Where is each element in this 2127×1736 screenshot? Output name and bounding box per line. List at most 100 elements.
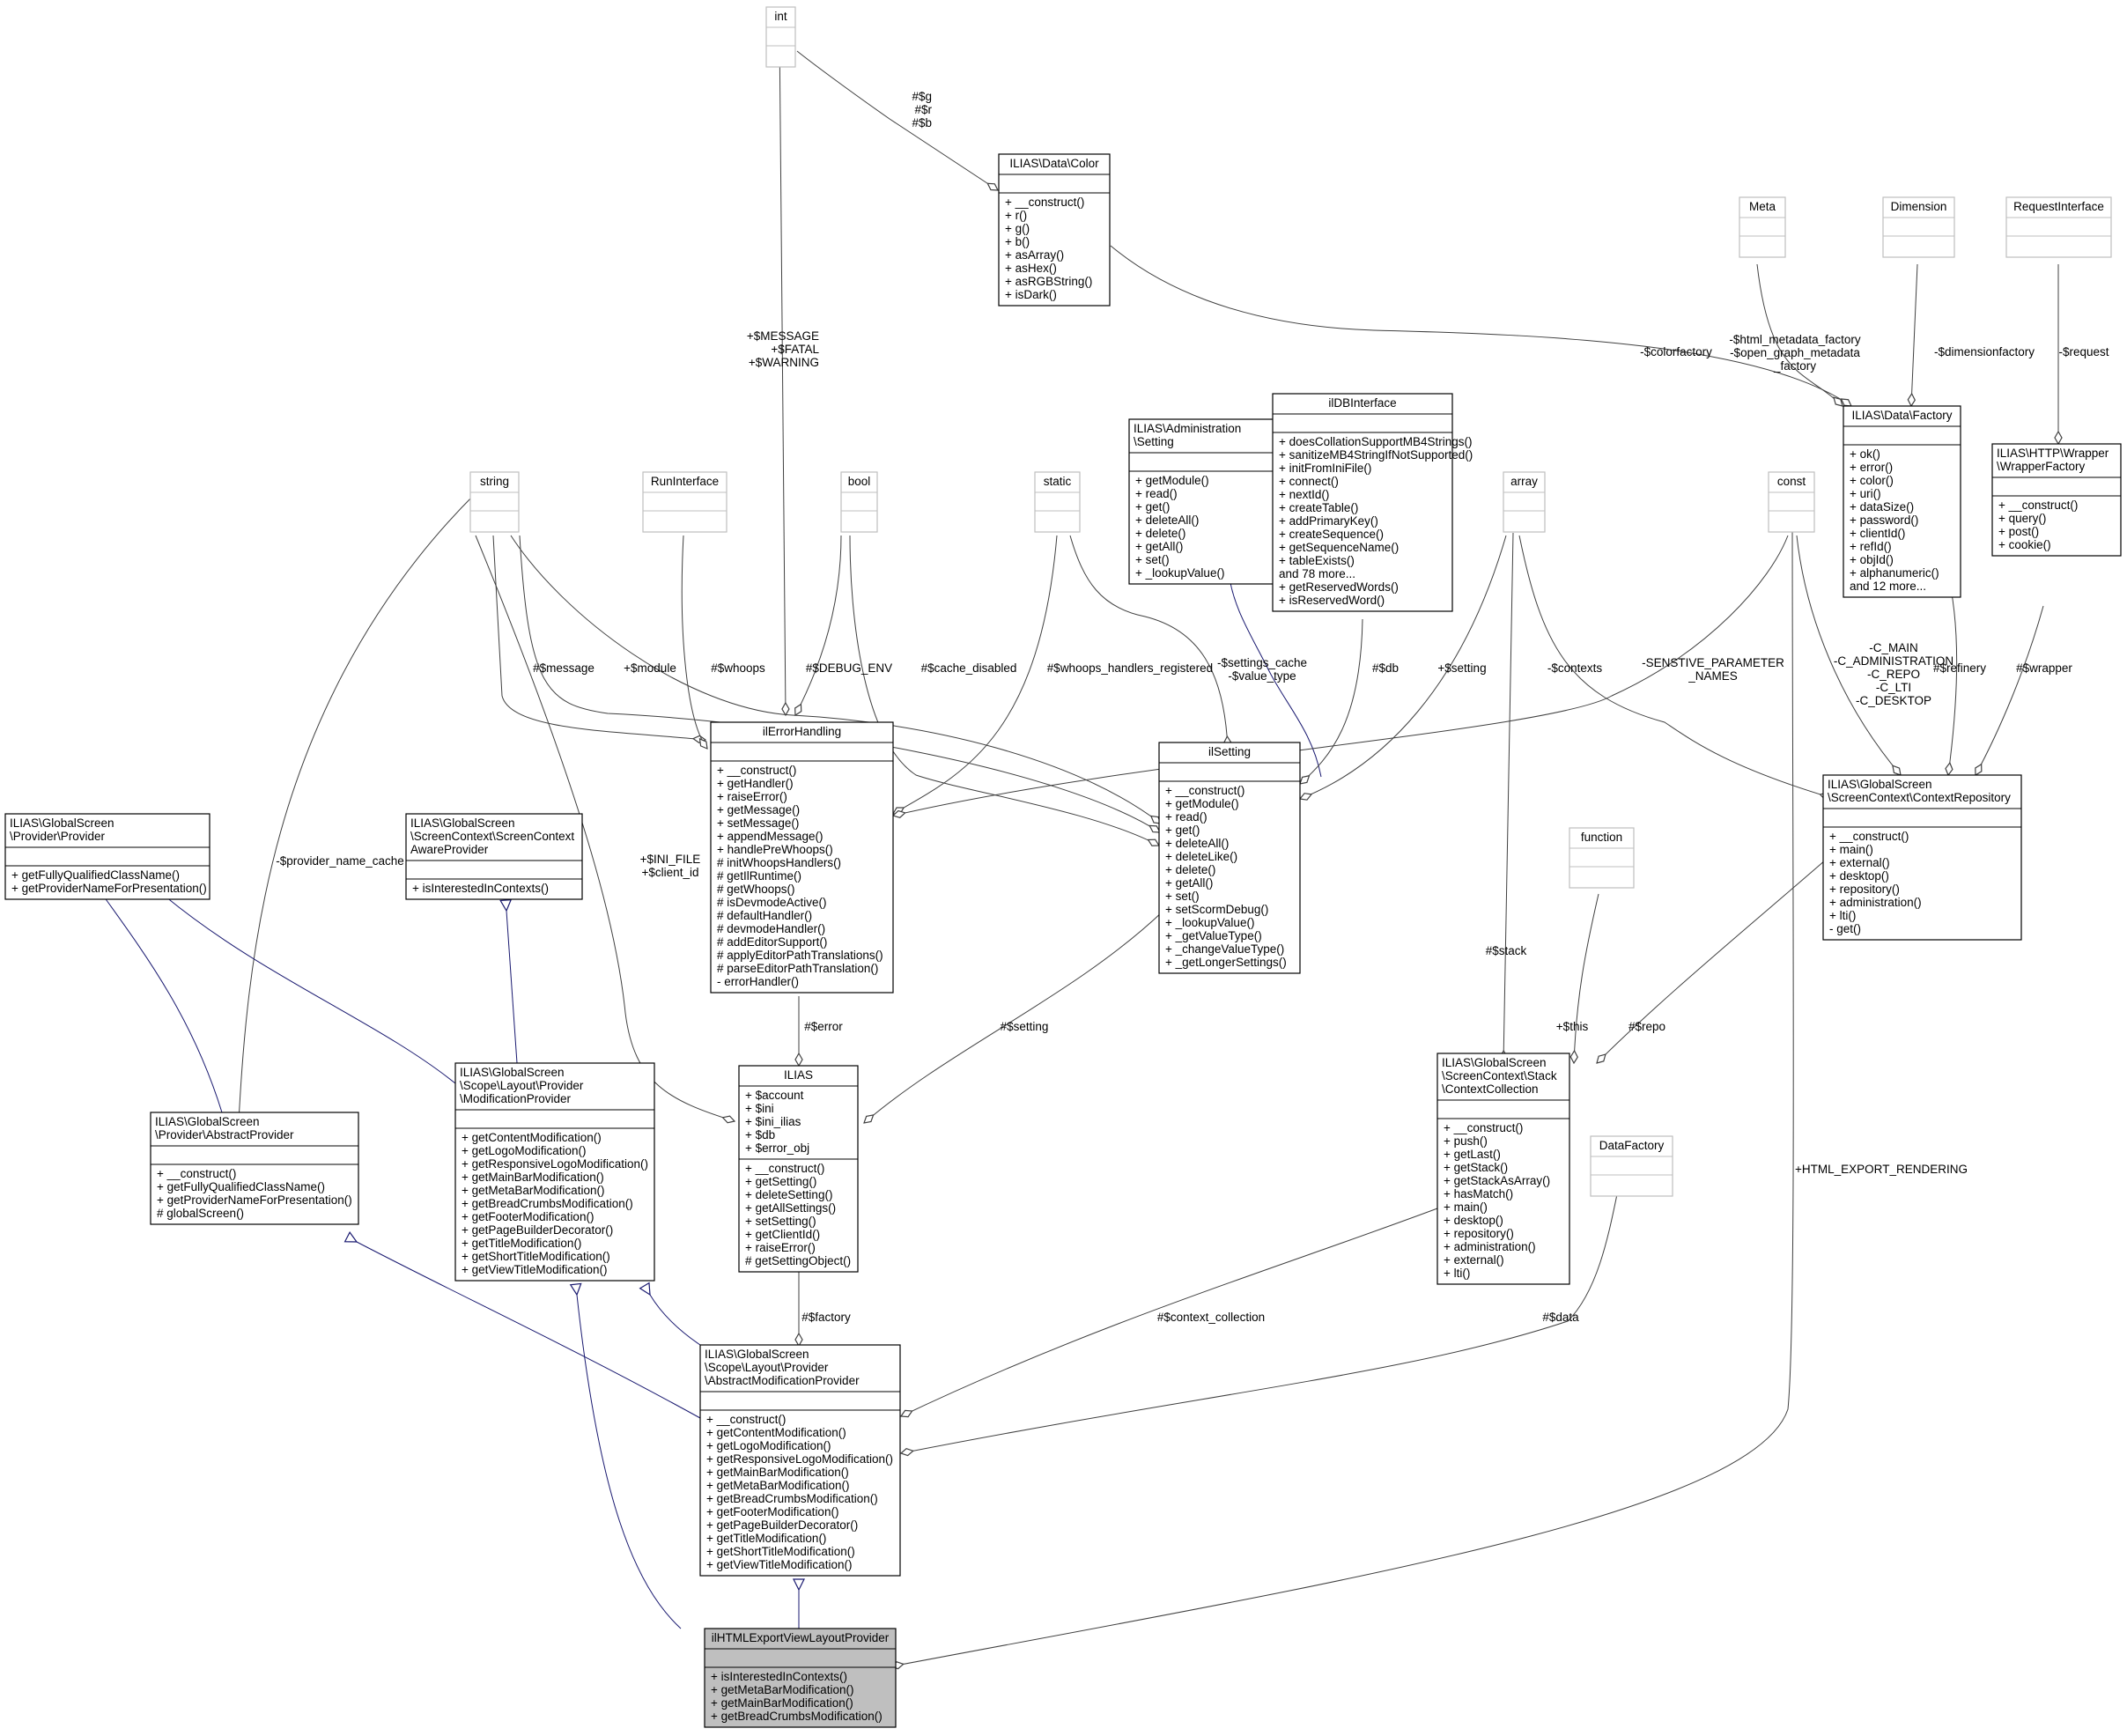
class-method: + deleteAll() <box>1165 837 1229 850</box>
class-method: + getLogoModification() <box>706 1439 831 1452</box>
class-title-line: DataFactory <box>1599 1139 1665 1152</box>
class-title-line: ILIAS\Data\Color <box>1009 157 1099 170</box>
class-box <box>998 153 1111 307</box>
class-node-runinterface[interactable]: RunInterface <box>642 471 727 533</box>
edge-label: -SENSTIVE_PARAMETER <box>1642 656 1784 669</box>
class-node-string[interactable]: string <box>469 471 520 533</box>
edge-int-errorhandling <box>779 27 786 715</box>
class-method: # getIlRuntime() <box>717 869 801 883</box>
class-node-ilerrorhandling[interactable]: ilErrorHandling+ __construct()+ getHandl… <box>710 721 894 994</box>
class-node-wrapperfactory[interactable]: ILIAS\HTTP\Wrapper\WrapperFactory+ __con… <box>1991 443 2122 557</box>
edge-const-ilhtmlexport <box>891 496 1794 1666</box>
class-method: + desktop() <box>1829 869 1889 883</box>
class-method: + isDark() <box>1005 288 1057 301</box>
edge-label: #$factory <box>801 1311 851 1324</box>
class-box <box>405 813 583 900</box>
class-node-contextcollection[interactable]: ILIAS\GlobalScreen\ScreenContext\Stack\C… <box>1436 1053 1570 1285</box>
class-method: + getTitleModification() <box>462 1237 581 1250</box>
class-title-line: ILIAS\GlobalScreen <box>155 1115 260 1128</box>
class-method: # parseEditorPathTranslation() <box>717 962 878 975</box>
class-box <box>1503 471 1546 533</box>
class-method: + createSequence() <box>1279 528 1384 541</box>
class-title-line: ILIAS\GlobalScreen <box>1828 778 1932 791</box>
edge-label: -$contexts <box>1547 661 1603 675</box>
class-node-function[interactable]: function <box>1569 827 1635 889</box>
class-method: + _lookupValue() <box>1165 916 1254 929</box>
class-box <box>704 1628 897 1728</box>
edge-label: +$setting <box>1437 661 1486 675</box>
class-title-line: \ScreenContext\ScreenContext <box>410 830 574 843</box>
edge-label: #$cache_disabled <box>921 661 1017 675</box>
class-box <box>1739 196 1786 258</box>
class-method: + getShortTitleModification() <box>706 1545 855 1558</box>
class-node-int[interactable]: int <box>765 6 796 68</box>
class-node-datafactory_ilias[interactable]: ILIAS\Data\Factory+ ok()+ error()+ color… <box>1843 405 1961 598</box>
edge-int-color <box>796 50 998 190</box>
class-title-line: RunInterface <box>651 475 719 488</box>
class-node-screencontextaware[interactable]: ILIAS\GlobalScreen\ScreenContext\ScreenC… <box>405 813 583 900</box>
class-node-provider[interactable]: ILIAS\GlobalScreen\Provider\Provider+ ge… <box>4 813 210 900</box>
class-method: + getProviderNameForPresentation() <box>11 882 207 895</box>
class-method: # getWhoops() <box>717 883 795 896</box>
edge-label: #$data <box>1542 1311 1579 1324</box>
class-title-line: function <box>1581 831 1622 844</box>
class-node-requestinterface[interactable]: RequestInterface <box>2005 196 2112 258</box>
class-node-contextrepository[interactable]: ILIAS\GlobalScreen\ScreenContext\Context… <box>1822 774 2022 941</box>
class-title-line: \Scope\Layout\Provider <box>705 1361 829 1374</box>
class-attribute: + $error_obj <box>745 1141 809 1155</box>
class-node-admin_setting[interactable]: ILIAS\Administration\Setting+ getModule(… <box>1128 418 1279 585</box>
edge-label: #$whoops <box>711 661 765 675</box>
edge-label: -$provider_name_cache <box>276 854 404 868</box>
class-node-ilsetting[interactable]: ilSetting+ __construct()+ getModule()+ r… <box>1158 742 1301 974</box>
class-method: + getFooterModification() <box>462 1210 594 1223</box>
class-method: + getHandler() <box>717 777 794 790</box>
class-node-ilhtmlexport[interactable]: ilHTMLExportViewLayoutProvider+ isIntere… <box>704 1628 897 1728</box>
class-box <box>1128 418 1279 585</box>
class-node-bool[interactable]: bool <box>840 471 878 533</box>
edge-array-contextcollection <box>1503 532 1514 1063</box>
class-node-meta[interactable]: Meta <box>1739 196 1786 258</box>
edge-string-abstractprovider <box>238 492 476 1138</box>
class-node-abstractprovider[interactable]: ILIAS\GlobalScreen\Provider\AbstractProv… <box>150 1112 359 1225</box>
class-node-static[interactable]: static <box>1034 471 1081 533</box>
class-node-abstractmodification[interactable]: ILIAS\GlobalScreen\Scope\Layout\Provider… <box>699 1344 901 1577</box>
class-method: + getPageBuilderDecorator() <box>462 1223 613 1237</box>
class-box <box>1822 774 2022 941</box>
class-node-const[interactable]: const <box>1768 471 1815 533</box>
edge-label: -$settings_cache <box>1217 656 1307 669</box>
edge-label: +$MESSAGE <box>747 329 819 343</box>
class-method: + lti() <box>1444 1267 1470 1280</box>
class-box <box>738 1065 859 1273</box>
class-method: + objId() <box>1850 553 1894 566</box>
class-method: + cookie() <box>1998 538 2051 551</box>
class-node-dimension[interactable]: Dimension <box>1882 196 1955 258</box>
edge-label: +$INI_FILE <box>640 853 701 866</box>
edge-label: #$r <box>914 103 932 116</box>
class-box <box>469 471 520 533</box>
edge-label: -$html_metadata_factory <box>1729 333 1861 346</box>
class-method: + main() <box>1829 843 1873 856</box>
class-node-ildbinterface[interactable]: ilDBInterface+ doesCollationSupportMB4St… <box>1272 393 1473 612</box>
class-method: # getSettingObject() <box>745 1254 851 1267</box>
class-method: + getStack() <box>1444 1161 1508 1174</box>
class-node-array[interactable]: array <box>1503 471 1546 533</box>
edge-inherit-abstractmodification-abstractprovider <box>357 1242 701 1419</box>
class-title-line: ILIAS\GlobalScreen <box>460 1066 565 1079</box>
class-method: + __construct() <box>1165 784 1244 797</box>
edge-label: _factory <box>1773 359 1816 373</box>
class-method: + getClientId() <box>745 1228 820 1241</box>
class-method: + repository() <box>1444 1227 1514 1240</box>
edge-label: _NAMES <box>1688 669 1738 683</box>
class-node-ilias[interactable]: ILIAS+ $account+ $ini+ $ini_ilias+ $db+ … <box>738 1065 859 1273</box>
class-method: and 12 more... <box>1850 580 1926 593</box>
class-method: + external() <box>1829 856 1890 869</box>
edge-label: #$DEBUG_ENV <box>806 661 892 675</box>
class-node-color[interactable]: ILIAS\Data\Color+ __construct()+ r()+ g(… <box>998 153 1111 307</box>
class-box <box>454 1062 655 1282</box>
class-node-modificationprovider[interactable]: ILIAS\GlobalScreen\Scope\Layout\Provider… <box>454 1062 655 1282</box>
class-node-datafactory[interactable]: DataFactory <box>1590 1135 1673 1197</box>
class-method: + getProviderNameForPresentation() <box>157 1193 352 1207</box>
class-method: + __construct() <box>1005 196 1084 209</box>
class-method: + set() <box>1135 553 1170 566</box>
class-method: + getSequenceName() <box>1279 541 1399 554</box>
